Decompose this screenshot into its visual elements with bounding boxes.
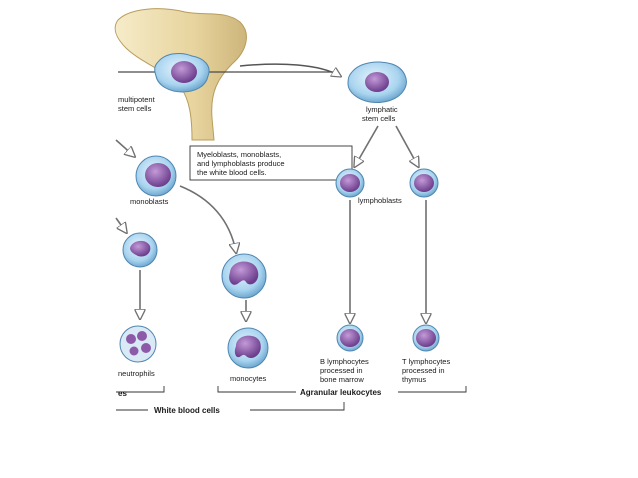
arrow-to-lymphoblast-left [355, 125, 379, 166]
lymphoblasts-label: lymphoblasts [358, 196, 402, 205]
white-blood-cells-label: White blood cells [154, 406, 220, 415]
arrow-into-granulocyte [115, 217, 126, 232]
t-lymphocytes-label-3: thymus [402, 375, 426, 384]
lymphatic-label-1: lymphatic [366, 105, 398, 114]
multipotent-stem-cell [154, 53, 210, 93]
lymphoblast-right-cell [409, 168, 439, 198]
multipotent-label-2: stem cells [118, 104, 152, 113]
white-blood-cells-bracket [116, 402, 345, 411]
b-lymphocyte-cell [336, 324, 364, 352]
arrow-into-monoblast [115, 139, 134, 156]
monoblast-cell [135, 155, 177, 197]
arrow-to-lymphoblast-right [395, 125, 418, 166]
arrow-to-lymphatic-curve [239, 63, 340, 76]
granular-bracket [116, 386, 165, 393]
neutrophils-label: neutrophils [118, 369, 155, 378]
b-lymphocytes-label-1: B lymphocytes [320, 357, 369, 366]
b-lymphocytes-label-2: processed in [320, 366, 363, 375]
agranular-bracket [217, 386, 467, 393]
callout-line-3: the white blood cells. [197, 168, 267, 177]
t-lymphocyte-cell [412, 324, 440, 352]
granular-tail-label: es [118, 389, 127, 398]
b-lymphocytes-label-3: bone marrow [320, 375, 364, 384]
monocyte-cell [227, 327, 269, 369]
granulocyte-precursor-cell [122, 232, 158, 268]
promonocyte-cell [221, 253, 267, 299]
callout-line-1: Myeloblasts, monoblasts, [197, 150, 281, 159]
t-lymphocytes-label-2: processed in [402, 366, 445, 375]
neutrophil-cell [119, 325, 157, 363]
agranular-label: Agranular leukocytes [300, 388, 382, 397]
monoblasts-label: monoblasts [130, 197, 169, 206]
arrow-monoblast-to-promonocyte [179, 185, 236, 252]
callout-line-2: and lymphoblasts produce [197, 159, 285, 168]
multipotent-label-1: multipotent [118, 95, 156, 104]
lymphatic-label-2: stem cells [362, 114, 396, 123]
callout-box [189, 145, 353, 181]
t-lymphocytes-label-1: T lymphocytes [402, 357, 450, 366]
lymphoblast-left-cell [335, 168, 365, 198]
lymphatic-stem-cell [347, 61, 407, 103]
monocytes-label: monocytes [230, 374, 267, 383]
